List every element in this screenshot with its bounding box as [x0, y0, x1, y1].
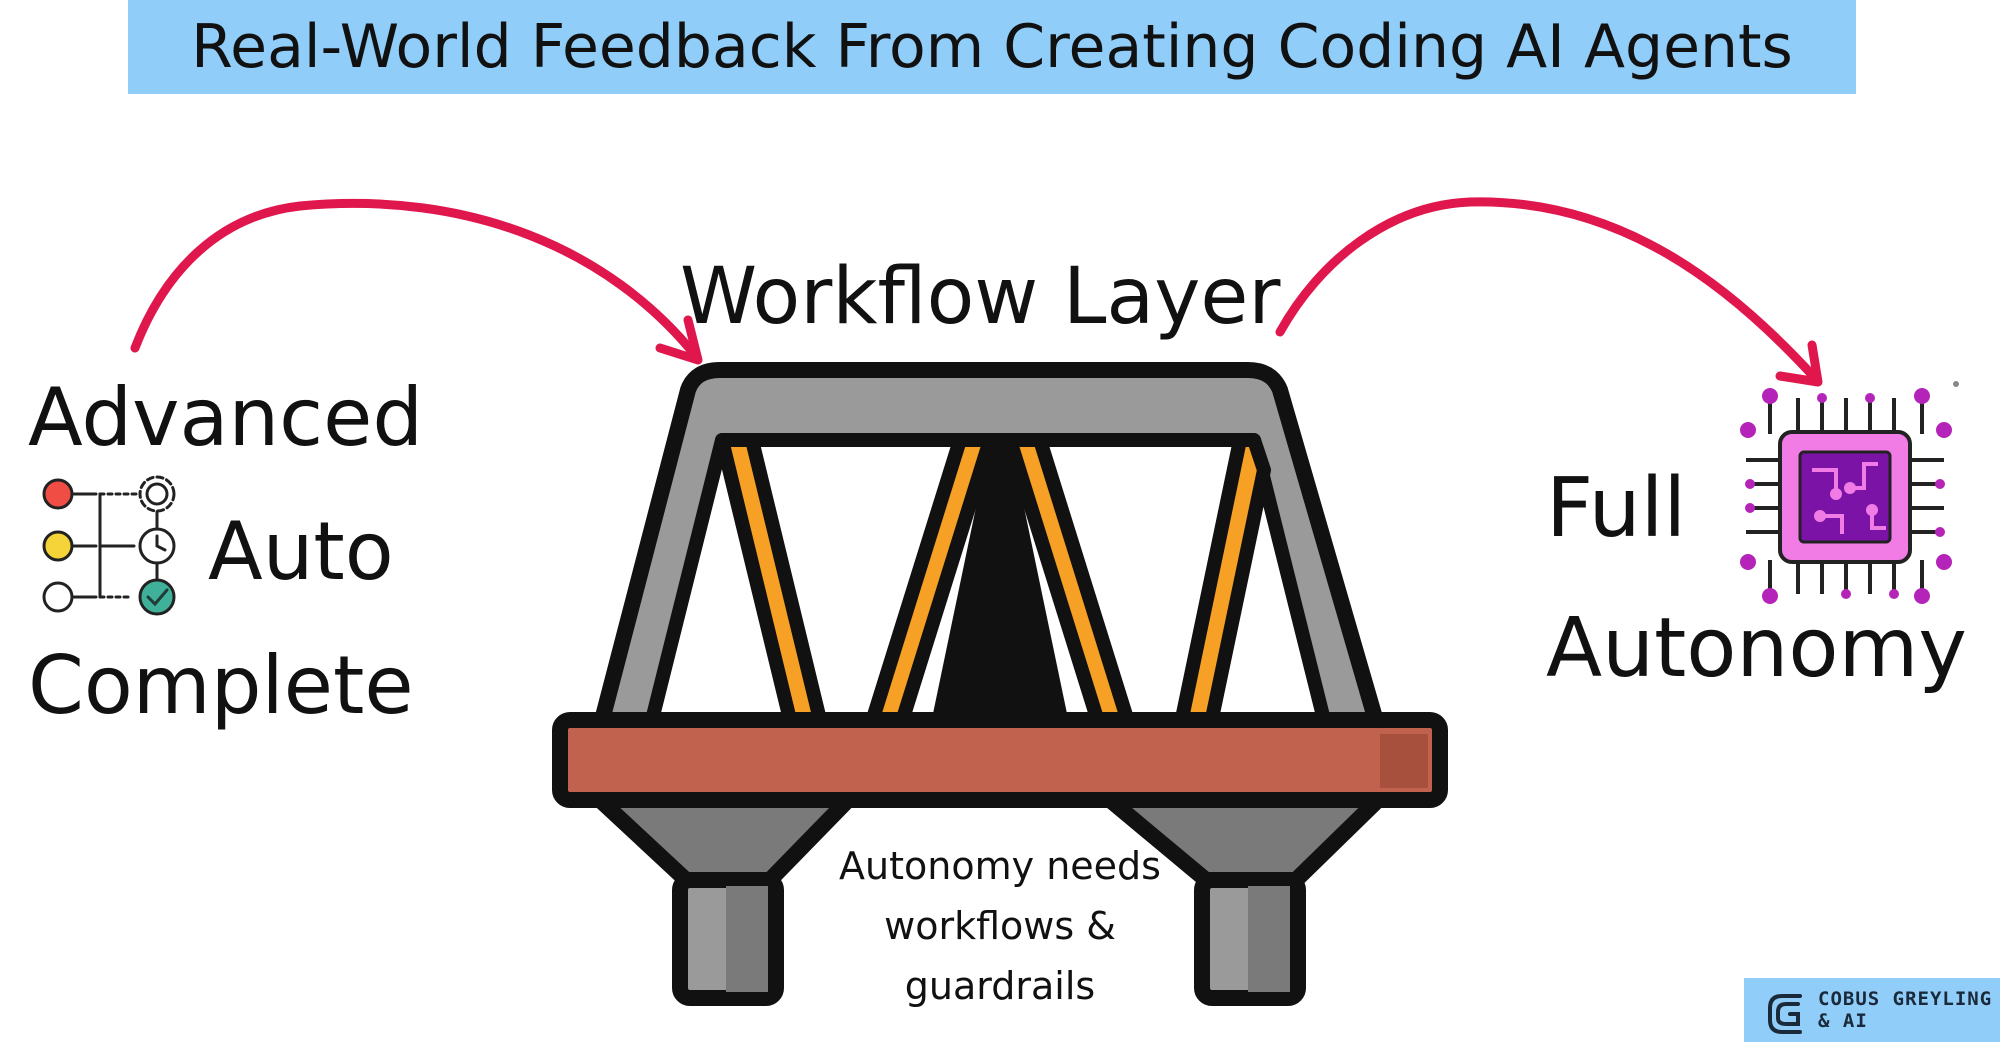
right-arrow: [1275, 197, 1823, 387]
speck-dot: [1953, 381, 1959, 387]
brand-badge: COBUS GREYLING & AI: [1744, 978, 2000, 1042]
page-title: Real-World Feedback From Creating Coding…: [191, 12, 1793, 82]
bridge-icon: [552, 362, 1448, 1006]
right-label-line2: Autonomy: [1546, 601, 1967, 696]
left-label-line3: Complete: [28, 639, 414, 732]
brand-line1: COBUS GREYLING: [1818, 988, 1993, 1010]
cobus-greyling-logo-icon: [1768, 994, 1802, 1034]
brand-line2: & AI: [1818, 1010, 1868, 1032]
bridge-note-line2: workflows &: [884, 904, 1116, 948]
workflow-steps-icon: [42, 475, 176, 616]
center-label: Workflow Layer: [680, 252, 1281, 342]
left-arrow: [130, 198, 703, 365]
title-highlight: [128, 0, 1856, 94]
left-label-line1: Advanced: [28, 371, 424, 464]
bridge-note-line1: Autonomy needs: [839, 844, 1161, 888]
right-label-line1: Full: [1546, 461, 1687, 556]
bridge-note-line3: guardrails: [904, 964, 1096, 1008]
left-label-line2: Auto: [208, 505, 394, 598]
title-banner: Real-World Feedback From Creating Coding…: [128, 0, 1856, 94]
ai-chip-icon: [1740, 388, 1952, 604]
brand-logo-spacer: [1758, 984, 1810, 1036]
brand-text: COBUS GREYLING & AI: [1818, 988, 1992, 1032]
bridge-note: Autonomy needs workflows & guardrails: [830, 836, 1170, 1016]
